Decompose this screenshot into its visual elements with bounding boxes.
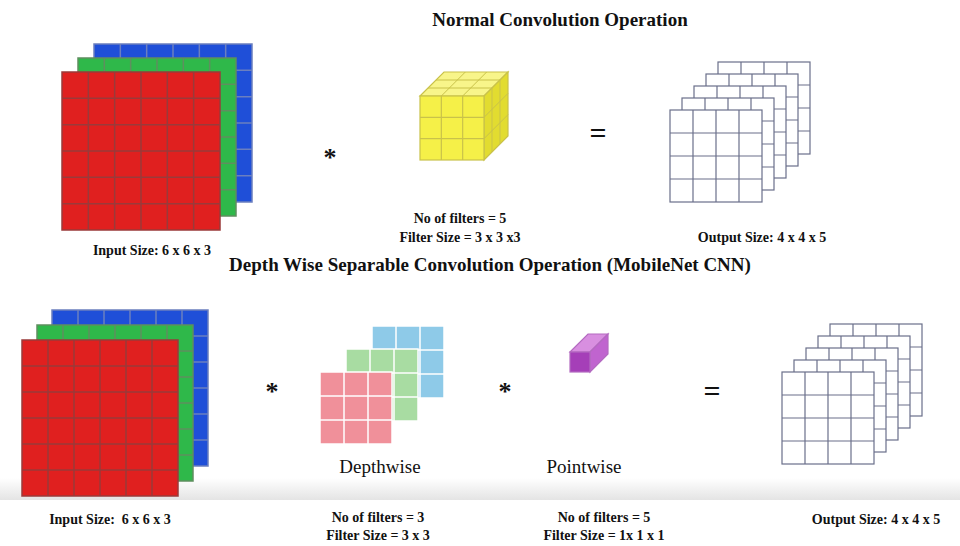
input-red-channel-face: [22, 340, 178, 496]
output-map-face: [782, 372, 874, 464]
filter-cube-front: [420, 96, 484, 160]
operator-symbol: =: [589, 116, 606, 149]
grid-line: [22, 469, 178, 471]
grid-line: [782, 417, 874, 418]
operator-symbol: =: [703, 374, 720, 407]
output-map: [670, 110, 762, 202]
stage-name: Depthwise: [339, 457, 420, 478]
grid-line: [62, 124, 220, 126]
grid-line: [670, 178, 762, 179]
dimension-label: Filter Size = 1x 1 x 1: [543, 528, 664, 543]
grid-line: [62, 150, 220, 152]
grid-line: [462, 96, 463, 160]
stage-name: Pointwise: [547, 457, 622, 478]
grid-line: [320, 419, 392, 421]
input-red-channel-face: [62, 72, 220, 230]
grid-line: [393, 349, 395, 421]
output-map-face: [670, 110, 762, 202]
grid-line: [420, 138, 484, 139]
dimension-label: No of filters = 3: [332, 510, 425, 525]
dimension-label: Filter Size = 3 x 3 x3: [399, 230, 520, 245]
filter-cube-front-face: [420, 96, 484, 160]
grid-line: [782, 440, 874, 441]
operator-symbol: *: [324, 144, 337, 173]
output-map: [782, 372, 874, 464]
grid-line: [22, 417, 178, 419]
pointwise-cube-side: [590, 334, 608, 372]
pointwise-cube-front-face: [570, 352, 590, 372]
cube-edge: [492, 88, 493, 152]
cube-edge: [500, 80, 501, 144]
grid-line: [22, 391, 178, 393]
dimension-label: Output Size: 4 x 4 x 5: [698, 230, 826, 245]
section-title: Normal Convolution Operation: [432, 10, 687, 31]
dimension-label: No of filters = 5: [558, 510, 651, 525]
dimension-label: Input Size: 6 x 6 x 3: [93, 243, 211, 258]
grid-line: [367, 372, 369, 444]
cube-edge: [463, 72, 487, 96]
grid-line: [62, 203, 220, 205]
grid-line: [22, 443, 178, 445]
pointwise-cube-front: [570, 352, 590, 372]
grid-line: [22, 365, 178, 367]
filter-cube-side: [484, 72, 508, 160]
section-title: Depth Wise Separable Convolution Operati…: [229, 255, 751, 276]
grid-line: [670, 155, 762, 156]
cube-edge: [484, 93, 508, 117]
grid-line: [670, 132, 762, 133]
depthwise-red-filter: [320, 372, 392, 444]
dimension-label: Input Size: 6 x 6 x 3: [49, 512, 171, 527]
grid-line: [62, 177, 220, 179]
grid-line: [441, 96, 442, 160]
grid-line: [419, 326, 421, 398]
operator-symbol: *: [266, 378, 279, 407]
input-red-channel: [62, 72, 220, 230]
cube-edge: [484, 115, 508, 139]
dimension-label: No of filters = 5: [414, 211, 507, 226]
grid-line: [420, 117, 484, 118]
input-red-channel: [22, 340, 178, 496]
dimension-label: Output Size: 4 x 4 x 5: [812, 512, 940, 527]
grid-line: [320, 395, 392, 397]
grid-line: [782, 394, 874, 395]
depthwise-red-filter-face: [320, 372, 392, 444]
dimension-label: Filter Size = 3 x 3: [326, 528, 430, 543]
cube-edge: [441, 72, 465, 96]
operator-symbol: *: [499, 378, 512, 407]
cube-edge: [436, 80, 500, 81]
cube-edge: [428, 88, 492, 89]
grid-line: [343, 372, 345, 444]
grid-line: [62, 98, 220, 100]
